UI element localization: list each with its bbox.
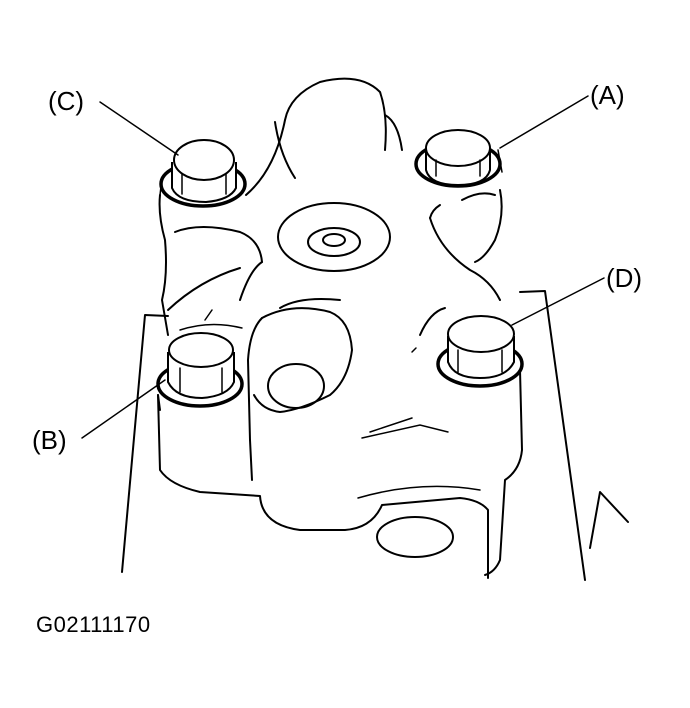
support-frame xyxy=(121,290,629,581)
callout-label-c: (C) xyxy=(48,86,85,116)
callout-label-a: (A) xyxy=(590,80,625,110)
leader-line-c xyxy=(99,101,179,156)
bolt-d xyxy=(436,315,524,388)
leader-line-b xyxy=(81,379,166,439)
figure-code: G02111170 xyxy=(36,612,151,637)
callout-label-d: (D) xyxy=(606,263,643,293)
leader-line-a xyxy=(499,95,589,149)
center-boss xyxy=(277,202,391,272)
housing-upper-body xyxy=(158,77,503,441)
leader-lines xyxy=(81,95,605,439)
bolt-c xyxy=(159,139,247,208)
bolt-b xyxy=(156,332,244,411)
callout-label-b: (B) xyxy=(32,425,67,455)
housing-lower-body xyxy=(157,369,523,579)
leader-line-d xyxy=(511,277,605,326)
bolt-a xyxy=(414,129,503,188)
